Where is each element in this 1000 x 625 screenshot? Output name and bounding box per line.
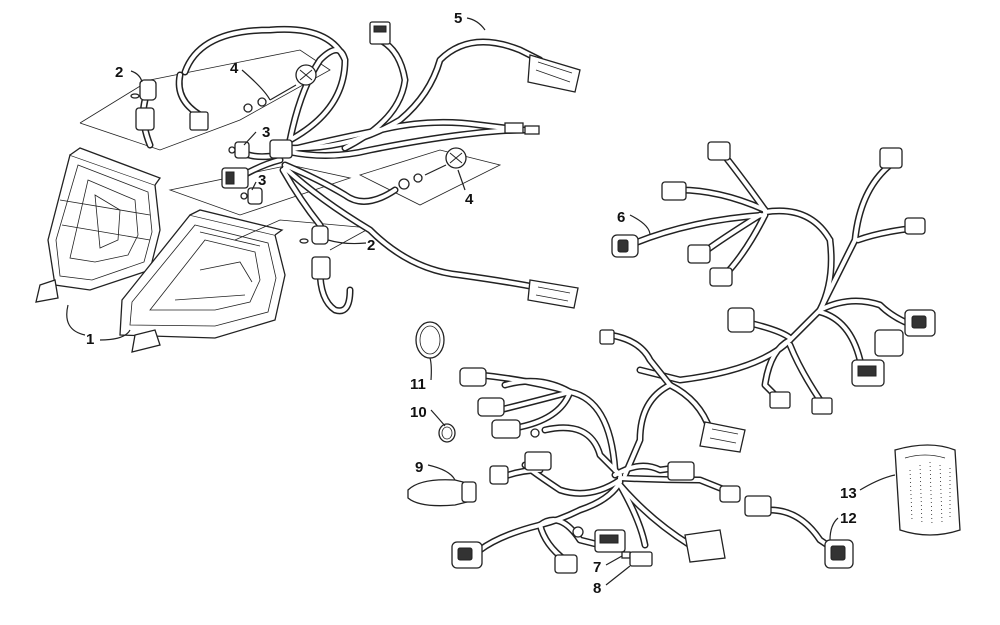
headlight-assembly-right xyxy=(119,209,286,353)
callout-4-upper: 4 xyxy=(230,60,239,77)
main-harness-lower xyxy=(451,329,854,574)
callout-11: 11 xyxy=(410,376,426,393)
callout-1-leader xyxy=(66,304,131,341)
headlight-assembly-left xyxy=(35,147,162,303)
protective-sleeve-13 xyxy=(894,444,961,536)
terminal-cover-9 xyxy=(407,479,477,507)
callout-13: 13 xyxy=(840,485,857,502)
bulb-socket-lower xyxy=(299,225,331,280)
headlight-adjuster-lower xyxy=(398,147,467,190)
clamp-ring-10 xyxy=(438,423,456,443)
callout-3-upper: 3 xyxy=(262,124,270,141)
callout-2-upper: 2 xyxy=(115,64,123,81)
callout-4-lower: 4 xyxy=(465,191,474,208)
callout-3-lower: 3 xyxy=(258,172,266,189)
headlight-adjuster-upper xyxy=(189,64,317,131)
callout-8: 8 xyxy=(593,580,601,597)
bulb-socket-upper xyxy=(130,79,157,131)
callout-10: 10 xyxy=(410,404,427,421)
main-harness-right xyxy=(611,141,936,415)
headlight-bulb-upper xyxy=(228,141,250,159)
callout-5: 5 xyxy=(454,10,462,27)
callout-2-lower: 2 xyxy=(367,237,375,254)
leader-lines xyxy=(130,17,896,586)
callout-9: 9 xyxy=(415,459,423,476)
headlight-bulb-lower xyxy=(240,187,263,205)
headlight-bulb-connector xyxy=(221,167,249,189)
callout-12: 12 xyxy=(840,510,857,527)
callout-7: 7 xyxy=(593,559,601,576)
callout-1: 1 xyxy=(86,331,94,348)
split-ring-11 xyxy=(415,321,445,359)
callout-6: 6 xyxy=(617,209,625,226)
headlight-harness xyxy=(139,21,581,315)
